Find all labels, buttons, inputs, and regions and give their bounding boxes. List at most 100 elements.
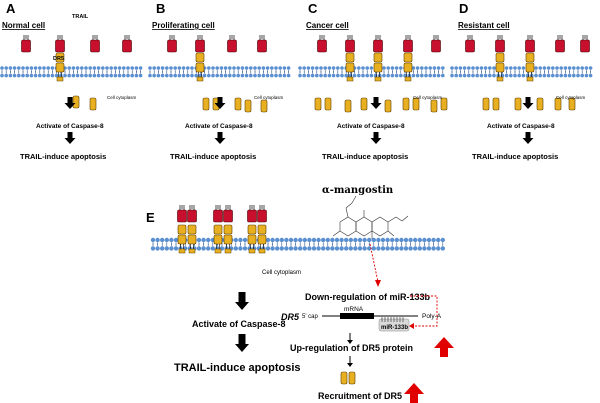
mirna-binding-ticks (381, 317, 404, 322)
trail-ligand-2-4 (431, 34, 441, 53)
flow-arrow-1-head (347, 340, 353, 344)
arrow-panel-3-1 (522, 97, 534, 109)
trail-ligand-1-1 (195, 34, 205, 53)
panel-a: A Normal cell TRAIL DR5 Cell cytoplasm A… (2, 1, 137, 161)
activate-label-e: Activate of Caspase-8 (192, 319, 286, 329)
cytoplasm-label-b: Cell cytoplasm (254, 95, 284, 100)
membrane-panel-e (150, 237, 445, 251)
panel-title-a: Normal cell (2, 21, 45, 30)
free-dr5-1-4 (260, 99, 268, 113)
recruitment-label: Recruitment of DR5 (318, 391, 402, 401)
free-dr5-2-1 (324, 97, 332, 111)
trail-ligand-3-3 (555, 34, 565, 53)
activate-label-a: Activate of Caspase-8 (36, 123, 104, 130)
mrna-label: mRNA (344, 306, 364, 313)
free-dr5-3-1 (492, 97, 500, 111)
free-dr5-1-0 (202, 97, 210, 111)
free-dr5-0-1 (89, 97, 97, 111)
free-dr5-e-2 (348, 371, 356, 385)
apoptosis-label-e: TRAIL-induce apoptosis (174, 362, 301, 374)
dr5-receptor-e-0 (177, 224, 187, 254)
up-arrow-dr5-protein (434, 337, 454, 357)
free-dr5-1-2 (234, 97, 242, 111)
cytoplasm-label-d: Cell cytoplasm (556, 95, 586, 100)
up-arrow-recruitment (404, 383, 424, 403)
activate-label-c: Activate of Caspase-8 (337, 123, 405, 130)
dr5-gene-label: DR5 (281, 312, 300, 322)
membrane-panel-1 (148, 66, 291, 78)
dr5-label: DR5 (53, 56, 64, 62)
trail-ligand-e-0b (187, 204, 197, 223)
arrow-panel-3-2 (522, 132, 534, 144)
trail-ligand-e-1 (213, 204, 223, 223)
trail-ligand-1-0 (167, 34, 177, 53)
free-dr5-3-3 (536, 97, 544, 111)
trail-ligand-2-3 (403, 34, 413, 53)
red-dashed-inhibition-path (369, 243, 438, 327)
red-dashed-arrowhead-2 (409, 323, 414, 329)
red-dashed-arrowhead-1 (375, 280, 381, 287)
panel-letter-a: A (6, 1, 16, 16)
trail-ligand-1-3 (257, 34, 267, 53)
five-prime-label: 5' cap (302, 314, 318, 320)
free-dr5-1-3 (244, 99, 252, 113)
membrane-panel-0 (0, 66, 143, 78)
panel-letter-c: C (308, 1, 318, 16)
trail-ligand-2-0 (317, 34, 327, 53)
panel-title-d: Resistant cell (458, 21, 510, 30)
panel-letter-e: E (146, 210, 155, 225)
trail-ligand-3-2 (525, 34, 535, 53)
trail-ligand-0-1 (55, 34, 65, 53)
free-dr5-3-2 (514, 97, 522, 111)
activate-label-b: Activate of Caspase-8 (185, 123, 253, 130)
panel-letter-b: B (156, 1, 165, 16)
trail-ligand-e-2 (247, 204, 257, 223)
dr5-receptor-3-0 (495, 52, 505, 82)
dr5-receptor-2-0 (345, 52, 355, 82)
dr5-receptor-3-1 (525, 52, 535, 82)
trail-ligand-3-0 (465, 34, 475, 53)
dr5-receptor-1-0 (195, 52, 205, 82)
trail-ligand-0-2 (90, 34, 100, 53)
free-dr5-0-0 (72, 95, 80, 109)
trail-ligand-e-1b (223, 204, 233, 223)
membrane-panel-2 (298, 66, 445, 78)
cytoplasm-label-c: Cell cytoplasm (413, 95, 443, 100)
compound-label: α-mangostin (322, 185, 394, 196)
alpha-mangostin-structure (332, 195, 409, 239)
upregulation-label: Up-regulation of DR5 protein (290, 343, 413, 353)
free-dr5-2-7 (430, 99, 438, 113)
free-dr5-2-3 (360, 97, 368, 111)
panel-letter-d: D (459, 1, 468, 16)
free-dr5-e-1 (340, 371, 348, 385)
big-arrow-e-1 (235, 292, 249, 310)
trail-ligand-e-2b (257, 204, 267, 223)
activate-label-d: Activate of Caspase-8 (487, 123, 555, 130)
dr5-receptor-e-0b (187, 224, 197, 254)
free-dr5-2-5 (402, 97, 410, 111)
free-dr5-3-0 (482, 97, 490, 111)
dr5-receptor-2-2 (403, 52, 413, 82)
dr5-receptor-e-1 (213, 224, 223, 254)
trail-ligand-3-1 (495, 34, 505, 53)
panel-e: E α-mangostin Cell cytoplasm Activate of… (146, 185, 454, 403)
arrow-panel-1-2 (214, 132, 226, 144)
apoptosis-label-a: TRAIL-induce apoptosis (20, 152, 106, 161)
dr5-receptor-e-1b (223, 224, 233, 254)
membrane-panel-3 (450, 66, 593, 78)
trail-ligand-3-4 (580, 34, 590, 53)
downregulation-label: Down-regulation of miR-133b (305, 292, 431, 302)
free-dr5-2-0 (314, 97, 322, 111)
trail-ligand-2-2 (373, 34, 383, 53)
panel-d: D Resistant cell Cell cytoplasm Activate… (458, 1, 586, 161)
dr5-receptor-2-1 (373, 52, 383, 82)
trail-label: TRAIL (72, 14, 89, 20)
cytoplasm-label-a: Cell cytoplasm (107, 95, 137, 100)
polya-label: Poly-A (422, 313, 442, 320)
panel-c: C Cancer cell Cell cytoplasm Activate of… (306, 1, 443, 161)
trail-ligand-2-1 (345, 34, 355, 53)
trail-ligand-e-0 (177, 204, 187, 223)
big-arrow-e-2 (235, 334, 249, 352)
